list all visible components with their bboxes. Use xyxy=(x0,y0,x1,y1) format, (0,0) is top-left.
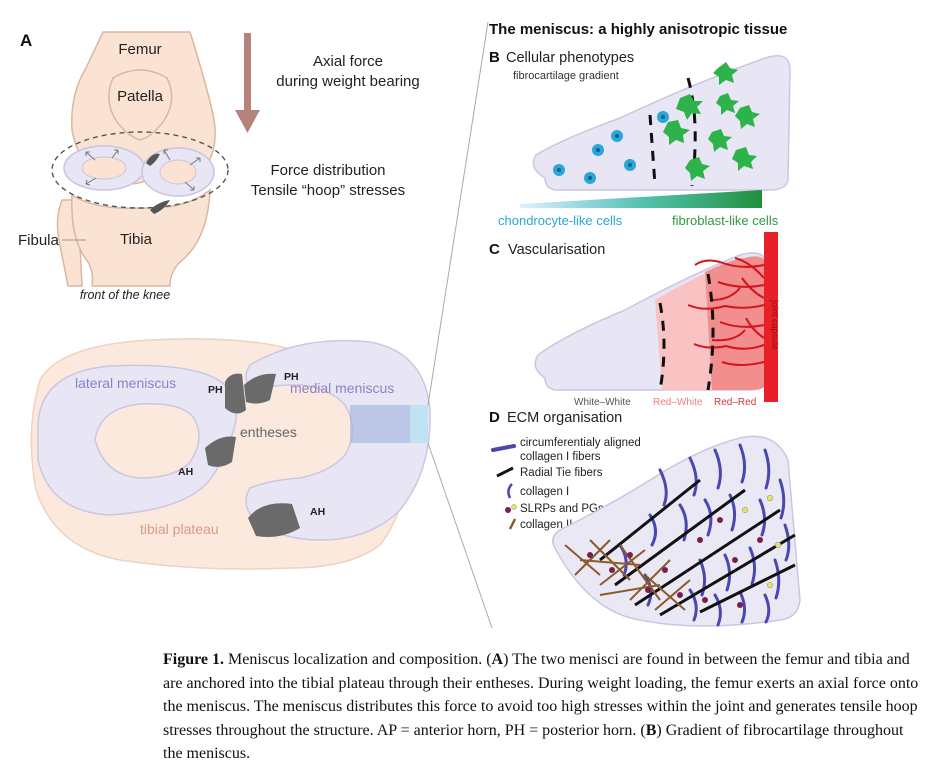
fibroblast-like-cells xyxy=(663,62,760,181)
figure-1: A Femur Patella Tibia Fib xyxy=(18,21,801,629)
legend-circumferential-1: circumferentialy aligned xyxy=(520,437,641,449)
red-white-label: Red–White xyxy=(653,397,703,408)
vessel-branches xyxy=(687,257,765,366)
legend-collagen-ii: collagen II xyxy=(520,519,572,531)
blood-vessel-capsule xyxy=(764,232,778,402)
panel-b-title: Cellular phenotypes xyxy=(506,50,634,66)
ah-right-label: AH xyxy=(310,506,325,518)
fibrocartilage-gradient-bar xyxy=(520,190,762,208)
enthesis-lateral-ah xyxy=(205,436,236,467)
legend-swatch-collagen-ii xyxy=(508,518,517,530)
legend-swatch-slrp xyxy=(505,507,511,513)
white-white-label: White–White xyxy=(574,397,631,408)
patella xyxy=(108,69,173,141)
panel-d-ecm: D ECM organisation circumferentialy alig… xyxy=(489,409,801,627)
red-red-label: Red–Red xyxy=(714,397,756,408)
axial-force-arrow-shaft xyxy=(244,33,251,113)
legend-slrps: SLRPs and PGs xyxy=(520,503,604,515)
femur-label: Femur xyxy=(118,41,161,58)
force-boundary-dashed xyxy=(51,131,229,209)
radial-tie-fibers xyxy=(599,478,796,617)
knee-lateral-meniscus-hole xyxy=(81,156,127,180)
legend-swatch-collagen-i xyxy=(507,483,513,499)
panel-b-letter: B xyxy=(489,49,500,66)
panel-c-title: Vascularisation xyxy=(508,242,605,258)
meniscus-cross-section-d xyxy=(552,435,801,627)
ph-left-label: PH xyxy=(208,384,223,396)
caption-ref-b: B xyxy=(645,721,657,739)
panel-c-letter: C xyxy=(489,241,500,258)
figure-caption: Figure 1. Meniscus localization and comp… xyxy=(163,648,925,766)
panel-c-vascular: C Vascularisation joint capsule White–Wh… xyxy=(489,232,780,408)
hoop-stress-arrows xyxy=(85,149,201,191)
panel-a-letter: A xyxy=(20,31,32,50)
caption-text-3: ) Gradient of fibrocartilage throughout … xyxy=(163,721,904,763)
slrps-and-pgs xyxy=(587,494,782,608)
legend-circumferential-2: collagen I fibers xyxy=(520,451,601,463)
caption-text-2: ) The two menisci are found in between t… xyxy=(163,651,919,739)
force-distribution-label-1: Force distribution xyxy=(270,162,385,179)
blood-vessel-label: joint capsule xyxy=(770,299,780,350)
caption-ref-a: A xyxy=(491,651,504,668)
knee-enthesis xyxy=(146,153,160,166)
panel-b-subtitle: fibrocartilage gradient xyxy=(513,70,619,82)
panel-d-title: ECM organisation xyxy=(507,410,622,426)
collagen-ii-fibers xyxy=(564,539,691,611)
panel-d-letter: D xyxy=(489,409,500,426)
tibial-plateau-label: tibial plateau xyxy=(140,521,219,537)
front-of-knee-note: front of the knee xyxy=(80,288,170,302)
meniscus-cross-section-b xyxy=(532,55,791,191)
zoom-connector-top xyxy=(427,21,489,406)
zoom-connector-bottom xyxy=(427,442,493,629)
panel-b-cellular: B Cellular phenotypes fibrocartilage gra… xyxy=(489,49,791,228)
ah-left-label: AH xyxy=(178,466,193,478)
fibula-label: Fibula xyxy=(18,232,60,249)
medial-meniscus-label: medial meniscus xyxy=(290,380,394,396)
right-panel-title: The meniscus: a highly anisotropic tissu… xyxy=(489,21,787,38)
entheses-label: entheses xyxy=(240,424,297,440)
zone-divider-1 xyxy=(648,114,657,186)
ph-right-label: PH xyxy=(284,371,299,383)
legend-swatch-radial xyxy=(496,466,514,478)
red-red-zone xyxy=(705,256,768,390)
knee-enthesis xyxy=(150,200,170,214)
enthesis-medial-ph xyxy=(244,373,276,404)
enthesis-medial-ah xyxy=(248,503,300,537)
tibia-label: Tibia xyxy=(120,231,153,248)
legend-collagen-i: collagen I xyxy=(520,486,569,498)
legend-radial: Radial Tie fibers xyxy=(520,467,603,479)
chondrocyte-label: chondrocyte-like cells xyxy=(498,213,623,228)
lateral-meniscus-label: lateral meniscus xyxy=(75,375,176,391)
axial-force-label-2: during weight bearing xyxy=(276,73,419,90)
legend-swatch-pg xyxy=(511,504,517,510)
patella-label: Patella xyxy=(117,88,164,105)
ecm-legend: circumferentialy aligned collagen I fibe… xyxy=(491,437,641,531)
force-distribution-label-2: Tensile “hoop” stresses xyxy=(251,182,405,199)
enthesis-lateral-ph xyxy=(225,373,246,414)
zoom-region-cyan xyxy=(410,405,428,443)
caption-label: Figure 1. xyxy=(163,651,225,668)
tibial-plateau-schematic: lateral meniscus medial meniscus PH PH A… xyxy=(30,338,431,570)
axial-force-arrow-head xyxy=(235,110,260,133)
legend-swatch-circumferential xyxy=(491,444,516,452)
axial-force-label-1: Axial force xyxy=(313,53,383,70)
caption-text-1: Meniscus localization and composition. ( xyxy=(224,651,492,668)
zone-divider-c1 xyxy=(658,302,666,391)
fibroblast-label: fibroblast-like cells xyxy=(672,213,779,228)
knee-medial-meniscus-hole xyxy=(159,159,197,185)
panel-a-knee: A Femur Patella Tibia Fib xyxy=(18,31,420,302)
medial-meniscus-ring xyxy=(245,339,431,541)
chondrocyte-like-cells xyxy=(553,111,669,184)
zone-divider-c2 xyxy=(706,273,715,391)
